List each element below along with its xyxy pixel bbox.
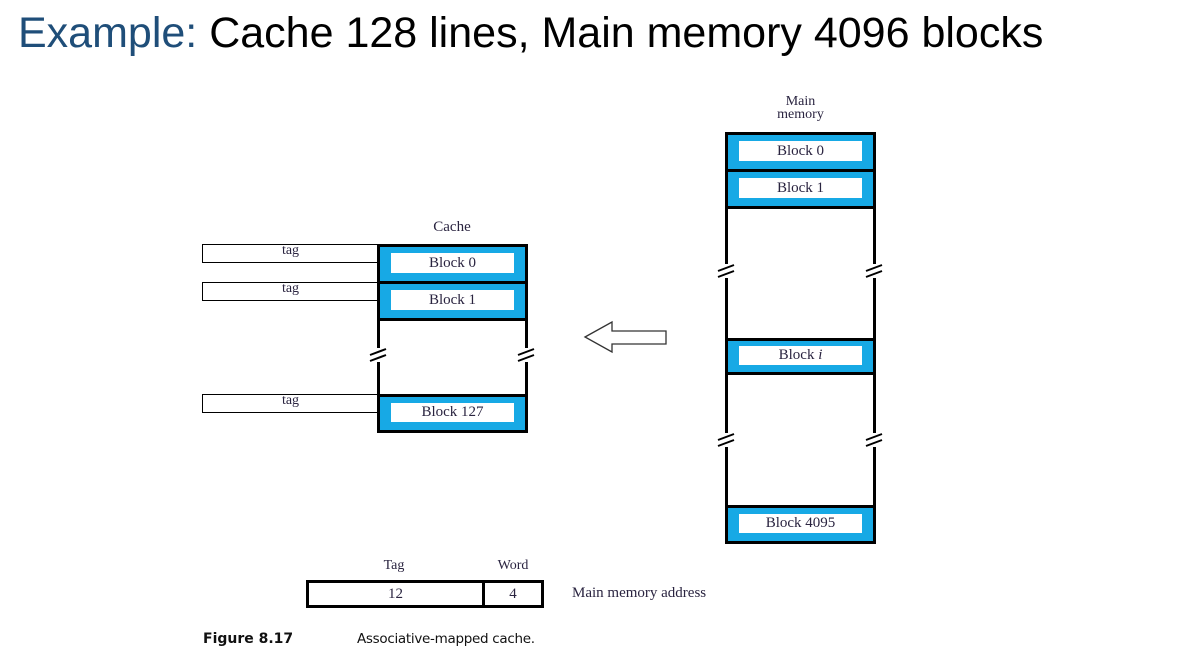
- address-field-word-bits: 4: [509, 585, 517, 602]
- memory-block-label: Block 1: [739, 178, 862, 198]
- memory-block-0: Block 0: [725, 132, 876, 172]
- memory-block-i-prefix: Block: [778, 347, 819, 363]
- left-arrow-icon: [583, 320, 667, 354]
- cache-label: Cache: [433, 219, 471, 235]
- main-memory-label-line2: memory: [777, 107, 824, 122]
- cache-tag-1: tag: [202, 282, 378, 301]
- cache-block-label: Block 127: [391, 403, 514, 422]
- break-mark-memory-left-lower: [717, 433, 735, 447]
- slide-title: Example: Cache 128 lines, Main memory 40…: [18, 12, 1043, 55]
- cache-block-127: Block 127: [377, 394, 528, 433]
- address-field-tag-name: Tag: [383, 558, 405, 573]
- figure-number: Figure 8.17: [203, 631, 294, 647]
- memory-block-4095: Block 4095: [725, 505, 876, 544]
- tag-label: tag: [281, 281, 300, 296]
- main-memory-address-format: 12 4: [306, 580, 544, 608]
- main-memory-label-line1: Main: [785, 94, 816, 109]
- memory-block-i: Block i: [725, 338, 876, 375]
- break-mark-cache-left: [369, 348, 387, 362]
- slide-title-lead: Example:: [18, 9, 198, 57]
- cache-block-label: Block 0: [391, 253, 514, 273]
- cache-block-label: Block 1: [391, 290, 514, 310]
- slide-title-rest: Cache 128 lines, Main memory 4096 blocks: [197, 9, 1044, 57]
- cache-block-1: Block 1: [377, 281, 528, 321]
- tag-label: tag: [281, 393, 300, 408]
- tag-label: tag: [281, 243, 300, 258]
- memory-block-label: Block i: [739, 346, 862, 365]
- address-field-tag-bits: 12: [309, 583, 485, 605]
- cache-tag-127: tag: [202, 394, 378, 413]
- memory-block-label: Block 4095: [739, 514, 862, 533]
- address-field-word-name: Word: [497, 558, 529, 573]
- figure-caption: Associative-mapped cache.: [357, 631, 535, 647]
- break-mark-memory-right-upper: [865, 264, 883, 278]
- address-format-label: Main memory address: [572, 585, 707, 601]
- memory-block-label: Block 0: [739, 141, 862, 161]
- main-memory-label: Main memory: [725, 94, 876, 122]
- break-mark-memory-left-upper: [717, 264, 735, 278]
- break-mark-cache-right: [517, 348, 535, 362]
- cache-tag-0: tag: [202, 244, 378, 263]
- break-mark-memory-right-lower: [865, 433, 883, 447]
- memory-block-i-index: i: [818, 347, 823, 363]
- memory-block-1: Block 1: [725, 169, 876, 209]
